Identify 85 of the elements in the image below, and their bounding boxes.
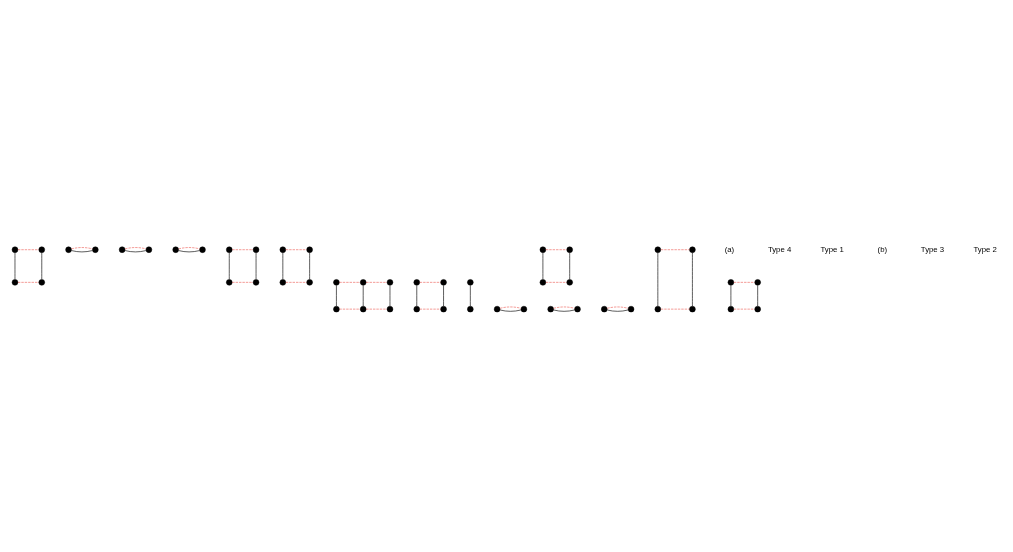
node-circle [574, 305, 581, 312]
node-circle [279, 246, 286, 253]
connector [365, 281, 388, 283]
node-circle [11, 246, 19, 253]
connector [553, 309, 575, 312]
connector [470, 284, 471, 306]
node-circle [493, 305, 501, 312]
label: Type 1 [820, 244, 844, 254]
node-circle [440, 305, 447, 312]
node-circle [360, 278, 367, 285]
node-circle [413, 305, 420, 312]
node-circle [386, 305, 394, 312]
node-circle [333, 305, 340, 312]
node-circle [440, 278, 447, 285]
node-circle [689, 305, 696, 312]
node-circle [145, 246, 153, 253]
node-circle [226, 278, 233, 285]
connector [228, 251, 230, 280]
node-circle [11, 278, 19, 285]
node-circle [279, 278, 286, 285]
node-circle [654, 246, 661, 253]
node-circle [467, 305, 474, 312]
connector [545, 248, 567, 250]
connector [14, 251, 16, 280]
node-circle [92, 246, 99, 253]
connector [692, 251, 693, 307]
connector [389, 284, 391, 306]
label: (a) [724, 244, 735, 254]
connector [231, 281, 254, 283]
node-circle [172, 246, 179, 253]
node-circle [654, 305, 661, 312]
connector [757, 284, 758, 306]
node-circle [306, 246, 313, 253]
connector [231, 248, 254, 250]
connector [569, 251, 570, 280]
node-circle [226, 246, 233, 253]
node-circle [601, 305, 608, 312]
connector [178, 249, 200, 252]
node-circle [252, 278, 260, 285]
node-circle [386, 278, 394, 285]
label: (b) [877, 244, 888, 254]
connector [309, 251, 310, 280]
node-circle [38, 246, 45, 253]
node-circle [754, 305, 761, 312]
node-circle [360, 305, 367, 312]
node-circle [627, 305, 635, 312]
node-circle [547, 305, 554, 312]
label: Type 4 [767, 244, 792, 254]
node-circle [566, 278, 573, 285]
node-circle [727, 278, 735, 285]
connector [339, 308, 361, 309]
connector [336, 284, 337, 306]
node-circle [252, 246, 260, 253]
connector [71, 249, 93, 252]
node-circle [333, 278, 340, 285]
connector [41, 251, 43, 280]
node-circle [413, 278, 420, 285]
connector [499, 309, 522, 312]
node-circle [118, 246, 126, 253]
connector [282, 251, 284, 280]
node-circle [689, 246, 696, 253]
label: Type 2 [973, 244, 997, 254]
node-circle [539, 278, 547, 285]
connector [657, 251, 659, 307]
node-circle [566, 246, 573, 253]
node-circle [754, 278, 761, 285]
node-circle [467, 278, 474, 285]
connector [443, 284, 444, 306]
node-circle [727, 305, 735, 312]
node-circle [199, 246, 206, 253]
connector [416, 284, 418, 306]
connector [362, 284, 364, 306]
node-circle [38, 278, 45, 285]
connector [17, 281, 40, 283]
connector [606, 309, 629, 312]
node-circle [520, 305, 528, 312]
connector [255, 251, 257, 280]
connector [71, 246, 93, 249]
node-circle [65, 246, 72, 253]
connector [124, 249, 147, 252]
node-circle [539, 246, 547, 253]
node-circle [306, 278, 313, 285]
connector [542, 251, 544, 280]
label: Type 3 [920, 244, 945, 254]
connector [730, 284, 732, 306]
